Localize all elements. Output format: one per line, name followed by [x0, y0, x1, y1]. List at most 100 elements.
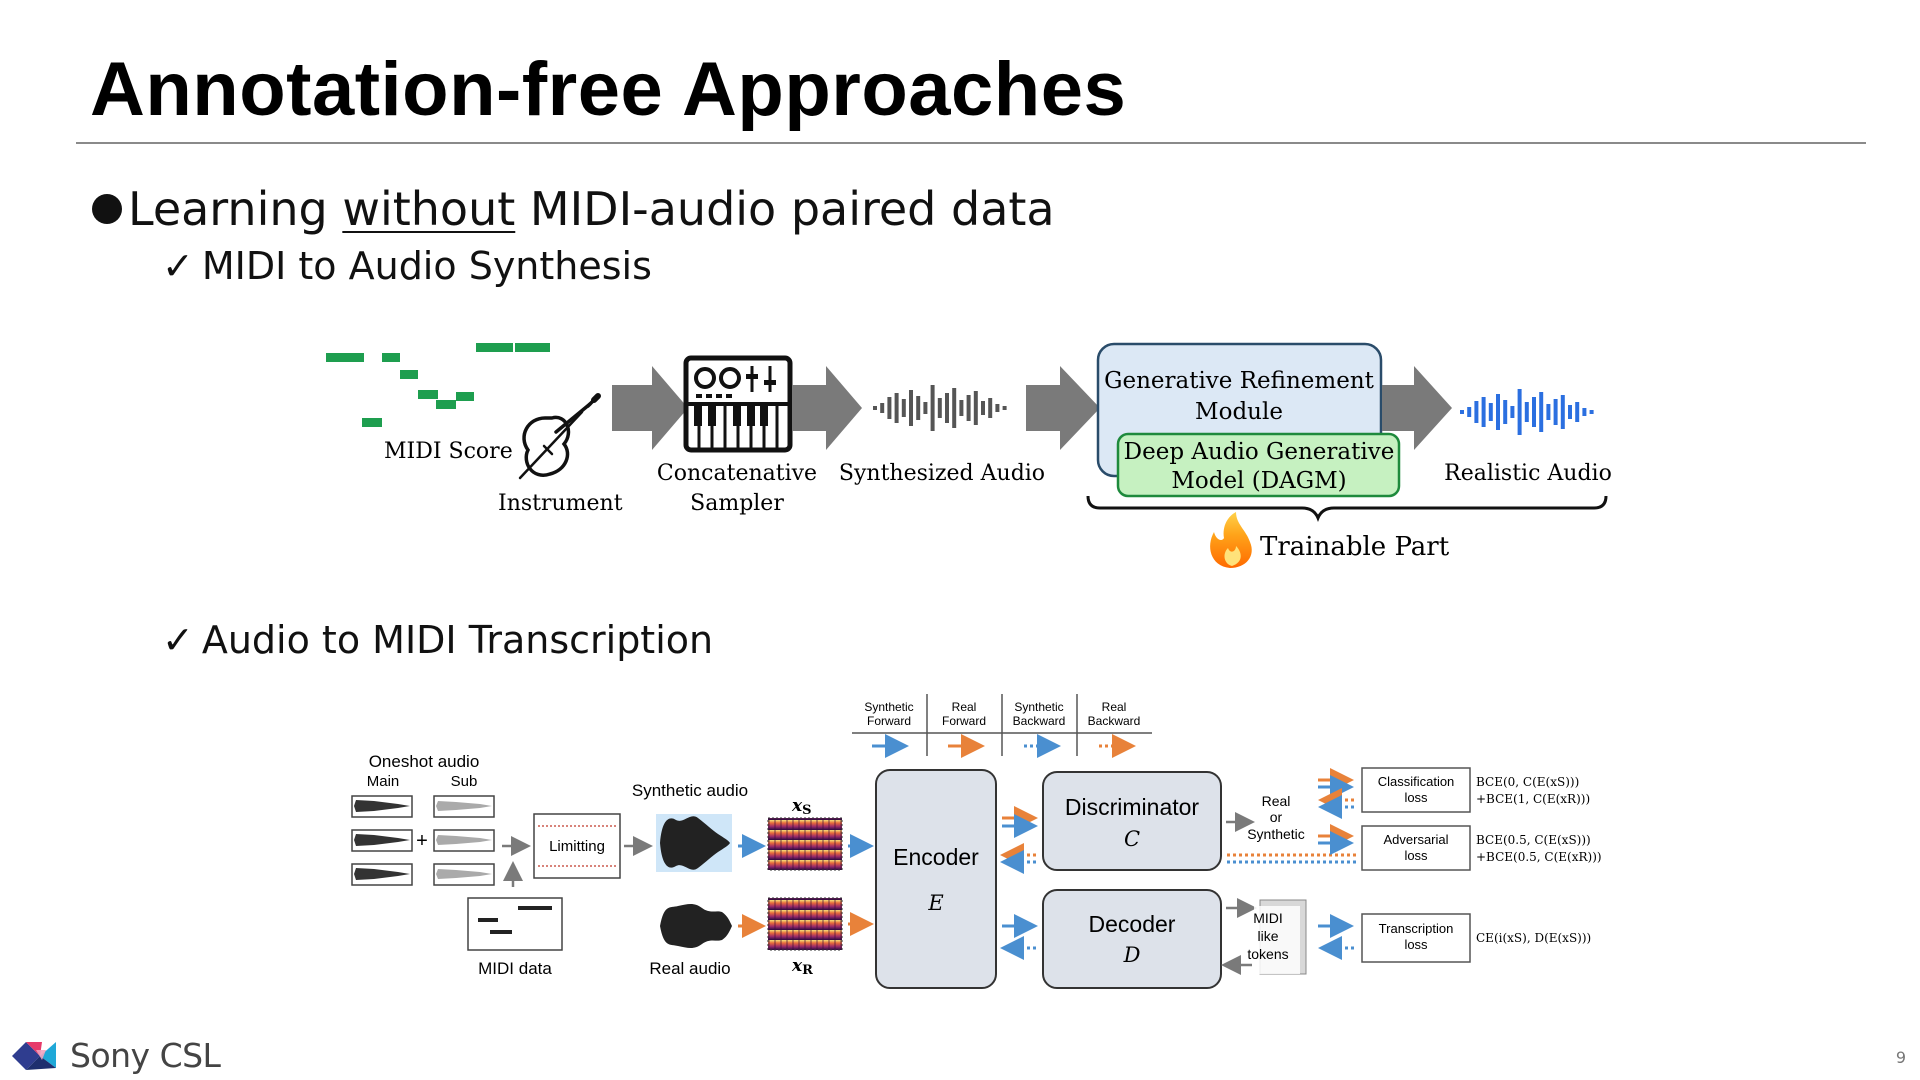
waveform-bar: [894, 393, 899, 423]
legend-label-2a: Real: [952, 700, 977, 714]
legend-label-1a: Synthetic: [864, 700, 913, 714]
bullet-text-underlined: without: [342, 182, 516, 236]
decoder-label: Decoder: [1089, 911, 1176, 937]
eq-transcription: CE(i(xS), D(E(xS))): [1476, 931, 1591, 945]
grm-label-line1: Generative Refinement: [1104, 368, 1375, 394]
check-icon: ✓: [162, 244, 194, 288]
waveform-bar: [880, 403, 885, 413]
transcription-loss-line2: loss: [1404, 937, 1428, 952]
decoder-block: [1042, 889, 1222, 989]
realistic-waveform-icon: [1460, 389, 1594, 435]
instrument-label: Instrument: [498, 491, 623, 516]
slide-title: Annotation-free Approaches: [90, 47, 1127, 132]
waveform-bar: [1524, 402, 1529, 422]
waveform-bar: [901, 399, 906, 417]
trainable-brace: [1086, 495, 1608, 523]
waveform-bar: [1510, 406, 1515, 418]
xr-symbol: xR: [791, 956, 813, 978]
realistic-audio-label: Realistic Audio: [1444, 461, 1612, 486]
legend-label-4a: Real: [1102, 700, 1127, 714]
footer-brand: Sony CSL: [70, 1036, 221, 1075]
waveform-bar: [1532, 397, 1536, 427]
synthesizer-icon: [683, 355, 793, 453]
synthetic-audio-label: Synthetic audio: [632, 781, 748, 800]
waveform-bar: [1546, 404, 1551, 420]
dagm-label-line1: Deep Audio Generative: [1124, 439, 1395, 465]
waveform-bar: [1589, 410, 1594, 414]
xr-spectrogram: [767, 897, 843, 951]
sub-bullet-transcription-text: Audio to MIDI Transcription: [201, 618, 714, 662]
synthesized-audio-label: Synthesized Audio: [839, 461, 1045, 486]
limiting-label: Limitting: [549, 838, 605, 855]
waveform-bar: [1539, 392, 1544, 432]
waveform-bar: [1568, 405, 1572, 419]
waveform-bar: [981, 401, 985, 415]
waveform-bar: [1496, 394, 1500, 430]
encoder-label: Encoder: [893, 844, 979, 870]
plus-sign: +: [416, 830, 428, 852]
main-label: Main: [367, 773, 400, 790]
discriminator-symbol: C: [1124, 827, 1140, 851]
sampler-label-line1: Concatenative: [657, 461, 817, 486]
fire-icon: [1210, 512, 1252, 568]
real-audio-label: Real audio: [649, 959, 730, 978]
midi-data-box: [467, 897, 563, 951]
midi-score-label: MIDI Score: [384, 439, 513, 464]
waveform-bar: [1460, 410, 1464, 414]
waveform-bar: [937, 398, 942, 418]
tokens-label-line2: like: [1257, 928, 1278, 944]
midi-data-notes: [478, 906, 552, 934]
classification-loss-box: [1361, 767, 1471, 813]
trainable-part-label: Trainable Part: [1260, 532, 1450, 562]
sony-csl-logo: Sony CSL: [12, 1036, 221, 1075]
waveform-bar: [1481, 397, 1486, 427]
waveform-bar: [952, 388, 957, 428]
waveform-bar: [887, 397, 892, 419]
tokens-label-line3: tokens: [1247, 946, 1288, 962]
decoder-symbol: D: [1123, 943, 1141, 967]
waveform-bar: [973, 391, 978, 425]
bullet-dot: [92, 193, 122, 224]
legend-label-4b: Backward: [1088, 714, 1141, 728]
main-bullet: Learning without MIDI-audio paired data: [92, 182, 1055, 236]
waveform-bar: [988, 398, 993, 418]
legend-label-2b: Forward: [942, 714, 986, 728]
waveform-bar: [873, 406, 877, 410]
sub-bullet-synthesis: ✓MIDI to Audio Synthesis: [162, 244, 652, 288]
oneshot-sub-samples: [433, 795, 495, 886]
sony-csl-logo-mark: [12, 1041, 56, 1070]
waveform-bar: [1467, 407, 1472, 417]
sampler-label-line2: Sampler: [690, 491, 784, 516]
waveform-bar: [945, 393, 949, 423]
dagm-label-line2: Model (DAGM): [1171, 468, 1346, 494]
waveform-bar: [959, 400, 964, 416]
waveform-bar: [1503, 400, 1508, 424]
waveform-bar: [966, 395, 971, 421]
bullet-text-post: MIDI-audio paired data: [515, 182, 1055, 236]
flow-arrow-2: [792, 366, 862, 450]
flow-arrow-4: [1382, 366, 1452, 450]
legend-label-3b: Backward: [1013, 714, 1066, 728]
transcription-loss-line1: Transcription: [1379, 921, 1454, 936]
waveform-bar: [995, 404, 1000, 412]
real-or-synthetic-line1: Real: [1262, 793, 1291, 809]
waveform-bar: [1517, 389, 1522, 435]
waveform-bar: [1488, 403, 1493, 421]
limiting-box: [533, 813, 621, 879]
discriminator-block: [1042, 771, 1222, 871]
real-or-synthetic-line2: or: [1270, 809, 1283, 825]
synthetic-audio-wave: [660, 816, 730, 870]
sub-bullet-synthesis-text: MIDI to Audio Synthesis: [201, 244, 652, 288]
waveform-bar: [916, 396, 921, 420]
bullet-text-pre: Learning: [128, 182, 343, 236]
discriminator-label: Discriminator: [1065, 794, 1200, 820]
adversarial-loss-box: [1361, 825, 1471, 871]
eq-classification-1: BCE(0, C(E(xS))): [1476, 775, 1579, 789]
eq-adversarial-2: +BCE(0.5, C(E(xR))): [1476, 850, 1602, 864]
classification-loss-line2: loss: [1404, 790, 1428, 805]
waveform-bar: [1002, 406, 1007, 410]
classification-loss-line1: Classification: [1378, 774, 1455, 789]
adversarial-loss-line1: Adversarial: [1383, 832, 1448, 847]
